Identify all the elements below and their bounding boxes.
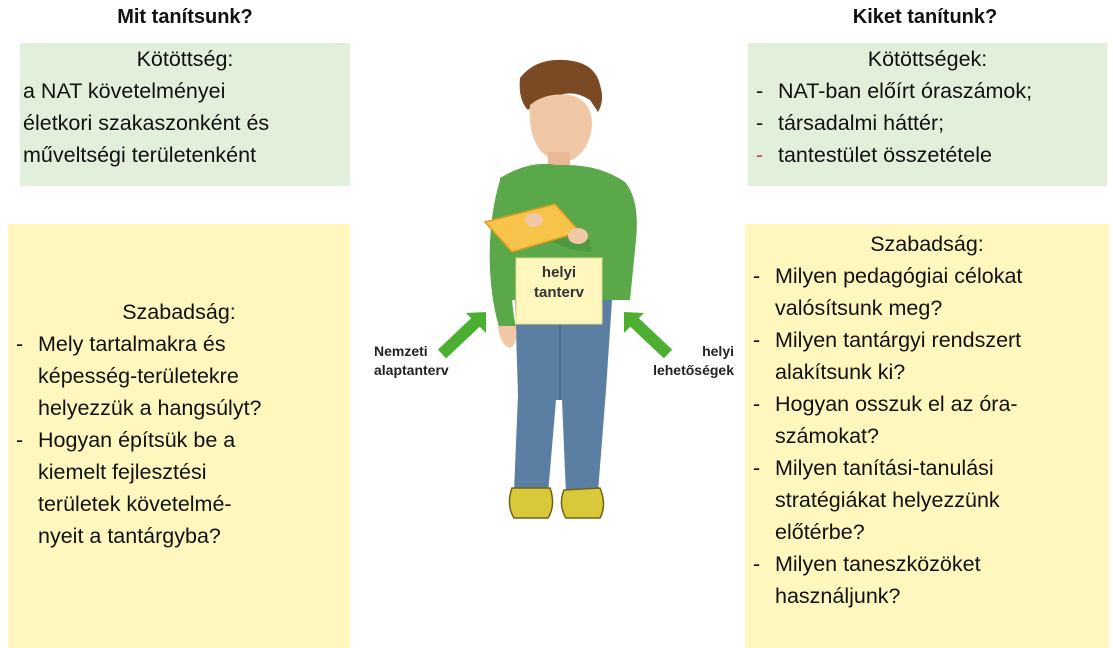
head <box>529 94 592 162</box>
list-line: használjunk? <box>775 584 901 608</box>
list-line: kiemelt fejlesztési <box>38 460 207 484</box>
list-line: Hogyan osszuk el az óra- <box>775 392 1018 416</box>
shoe <box>560 487 605 519</box>
left-freedom-title: Szabadság: <box>122 300 236 324</box>
local-possibilities-label: helyi lehetőségek <box>652 342 734 380</box>
arrow-up-left-icon <box>624 312 673 359</box>
left-constraints-line: műveltségi területenként <box>23 143 257 167</box>
list-line: előtérbe? <box>775 520 865 544</box>
list-line: Milyen tanítási-tanulási <box>775 456 994 480</box>
left-constraints-line: a NAT követelményei <box>23 79 226 103</box>
list-line: számokat? <box>775 424 879 448</box>
jeans <box>514 300 612 494</box>
right-freedom-item: Milyen pedagógiai célokat valósítsunk me… <box>745 260 1109 324</box>
left-constraints-title: Kötöttség: <box>136 47 234 71</box>
arrow-up-right-icon <box>437 312 486 359</box>
list-line: Milyen pedagógiai célokat <box>775 264 1023 288</box>
paper-label-box <box>515 257 603 325</box>
right-freedom-item: Milyen tantárgyi rendszert alakítsunk ki… <box>745 324 1109 388</box>
local-curriculum-label: helyi tanterv <box>516 263 602 303</box>
left-freedom-item: Hogyan építsük be a kiemelt fejlesztési … <box>8 424 350 552</box>
list-line: valósítsunk meg? <box>775 296 943 320</box>
left-freedom-item: Mely tartalmakra és képesség-területekre… <box>8 328 350 424</box>
list-line: képesség-területekre <box>38 364 239 388</box>
left-constraints-line: életkori szakaszonként és <box>23 111 270 135</box>
right-constraints-box: Kötöttségek: NAT-ban előírt óraszámok; t… <box>748 43 1107 186</box>
list-line: területek követelmé- <box>38 492 232 516</box>
label-line: lehetőségek <box>653 362 734 378</box>
right-freedom-title: Szabadság: <box>870 232 984 256</box>
label-line: Nemzeti <box>374 343 428 359</box>
right-freedom-item: Milyen tanítási-tanulási stratégiákat he… <box>745 452 1109 548</box>
left-constraints-box: Kötöttség: a NAT követelményei életkori … <box>20 43 350 186</box>
left-freedom-list: Mely tartalmakra és képesség-területekre… <box>8 328 350 552</box>
label-line: alaptanterv <box>374 362 449 378</box>
person-reading-figure <box>437 59 673 519</box>
list-line: helyezzük a hangsúlyt? <box>38 396 262 420</box>
left-column-heading: Mit tanítsunk? <box>117 6 253 28</box>
label-line: helyi <box>541 264 577 281</box>
list-line: Milyen taneszközöket <box>775 552 981 576</box>
right-arm <box>592 185 635 255</box>
right-constraints-title: Kötöttségek: <box>867 47 988 71</box>
right-freedom-list: Milyen pedagógiai célokat valósítsunk me… <box>745 260 1109 612</box>
shoe <box>508 487 554 519</box>
right-freedom-box: Szabadság: Milyen pedagógiai célokat val… <box>745 224 1109 648</box>
list-line: stratégiákat helyezzünk <box>775 488 1000 512</box>
label-line: tanterv <box>533 284 585 301</box>
right-constraints-item: tantestület összetétele <box>748 139 1107 171</box>
right-freedom-item: Milyen taneszközöket használjunk? <box>745 548 1109 612</box>
national-curriculum-label: Nemzeti alaptanterv <box>374 342 449 380</box>
label-line: helyi <box>702 343 734 359</box>
neck <box>548 152 570 168</box>
list-line: alakítsunk ki? <box>775 360 906 384</box>
right-freedom-item: Hogyan osszuk el az óra- számokat? <box>745 388 1109 452</box>
left-freedom-box: Szabadság: Mely tartalmakra és képesség-… <box>8 224 350 648</box>
list-line: Mely tartalmakra és <box>38 332 226 356</box>
list-line: nyeit a tantárgyba? <box>38 524 221 548</box>
right-constraints-item: NAT-ban előírt óraszámok; <box>748 75 1107 107</box>
list-line: Hogyan építsük be a <box>38 428 236 452</box>
right-constraints-item: társadalmi háttér; <box>748 107 1107 139</box>
right-constraints-list: NAT-ban előírt óraszámok; társadalmi hát… <box>748 75 1107 171</box>
right-column-heading: Kiket tanítunk? <box>852 6 998 28</box>
list-line: Milyen tantárgyi rendszert <box>775 328 1022 352</box>
